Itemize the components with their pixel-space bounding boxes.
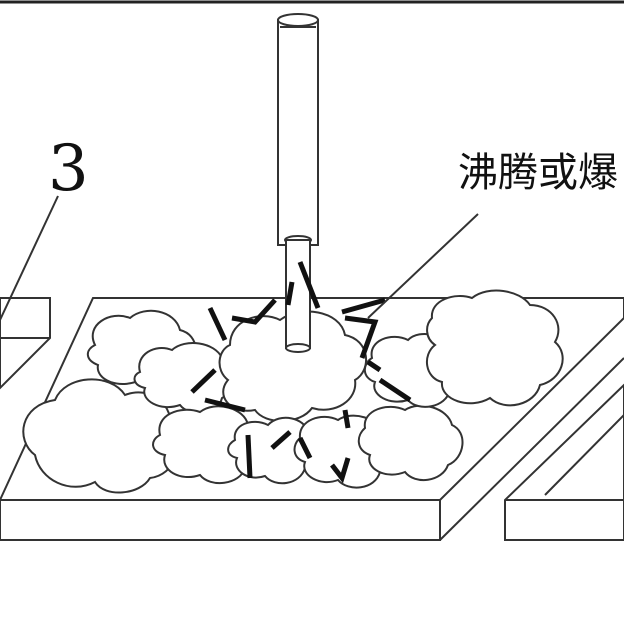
nozzle (277, 13, 319, 353)
right-plate (504, 383, 624, 541)
sparks (190, 261, 412, 484)
part-number-leader-line (0, 195, 59, 321)
left-plate (0, 297, 51, 390)
part-number-label: 3 (48, 132, 89, 206)
callout-leader-line (367, 213, 479, 319)
callout-label: 沸腾或爆 (458, 150, 618, 196)
